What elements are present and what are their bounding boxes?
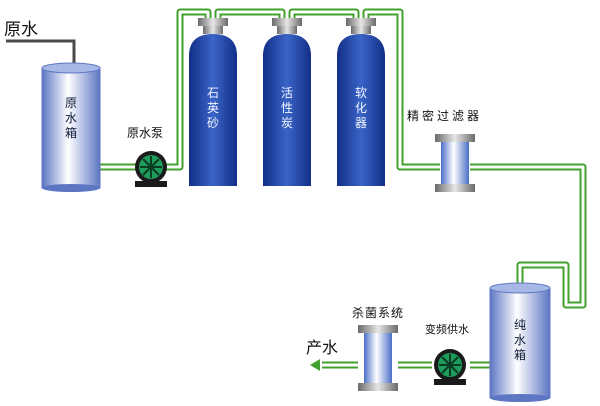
raw-water-inlet-label: 原水	[4, 20, 38, 40]
softener-label: 软化器	[354, 86, 367, 130]
softener	[337, 18, 385, 186]
raw-water-tank-label: 原水箱	[64, 96, 77, 140]
variable-frequency-supply-label: 变频供水	[425, 323, 469, 336]
product-water-arrow	[310, 359, 320, 371]
activated-carbon-filter	[263, 18, 311, 186]
activated-carbon-label: 活性炭	[280, 86, 293, 130]
raw-water-pump	[135, 151, 167, 187]
sterilization-system-label: 杀菌系统	[352, 306, 405, 320]
raw-water-tank	[41, 62, 101, 192]
raw-water-pump-label: 原水泵	[127, 126, 164, 140]
sterilization-unit	[358, 325, 398, 391]
pure-water-tank	[489, 282, 551, 402]
precision-filter-label: 精密过滤器	[407, 109, 483, 123]
quartz-sand-label: 石英砂	[206, 86, 219, 130]
quartz-sand-filter	[189, 18, 237, 186]
pure-water-tank-label: 纯水箱	[513, 318, 526, 362]
variable-frequency-pump	[434, 349, 466, 385]
product-water-label: 产水	[306, 338, 339, 357]
precision-filter	[435, 134, 475, 192]
